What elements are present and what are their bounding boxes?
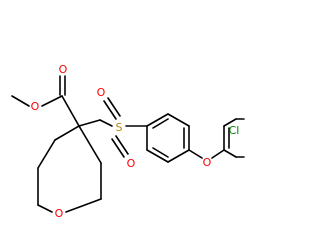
bond-ether-ph2 bbox=[211, 149, 225, 159]
bond-ring-4 bbox=[37, 204, 53, 213]
atom-ester-o-methoxy: O bbox=[31, 100, 40, 113]
bond-s-o-bottom-b bbox=[111, 138, 125, 158]
atom-labels: O O O S O O O Cl bbox=[31, 63, 240, 220]
bond-carbonyl-quat bbox=[61, 95, 80, 127]
bond-ph1-2 bbox=[167, 113, 190, 127]
bond-ph1-inner-1 bbox=[152, 118, 169, 129]
bond-ch2-s bbox=[99, 119, 113, 127]
bond-methyl-o bbox=[11, 95, 30, 107]
bonds bbox=[11, 75, 245, 213]
bond-ph2-3 bbox=[223, 149, 237, 158]
atom-ether-oxygen: O bbox=[203, 156, 212, 169]
atom-sulfonyl-s: S bbox=[116, 121, 123, 134]
bond-ring-5 bbox=[65, 198, 102, 213]
atom-sulfonyl-o-bottom: O bbox=[127, 157, 136, 170]
chemical-structure: O O O S O O O Cl bbox=[11, 63, 245, 220]
bond-ring-2 bbox=[37, 139, 56, 169]
bond-s-o-top-b bbox=[107, 97, 121, 117]
bond-ph1-5 bbox=[146, 149, 169, 163]
bond-ph1-4 bbox=[167, 149, 190, 163]
atom-ester-o-carbonyl: O bbox=[59, 63, 68, 76]
bond-s-o-top-a bbox=[103, 100, 117, 120]
atom-chlorine: Cl bbox=[229, 124, 240, 137]
bond-quat-ch2 bbox=[78, 119, 101, 127]
bond-ph2-2 bbox=[223, 118, 237, 127]
bond-ph1-ether bbox=[188, 149, 203, 159]
atom-sulfonyl-o-top: O bbox=[97, 86, 106, 99]
bond-ph1-1 bbox=[146, 113, 169, 127]
bond-s-o-bottom-a bbox=[115, 135, 129, 155]
atom-ring-oxygen: O bbox=[55, 207, 64, 220]
bond-ring-1 bbox=[54, 125, 80, 141]
bond-ph1-inner-3 bbox=[152, 147, 169, 158]
bond-o-carbonyl bbox=[41, 95, 63, 107]
bond-ring-7 bbox=[78, 125, 102, 164]
